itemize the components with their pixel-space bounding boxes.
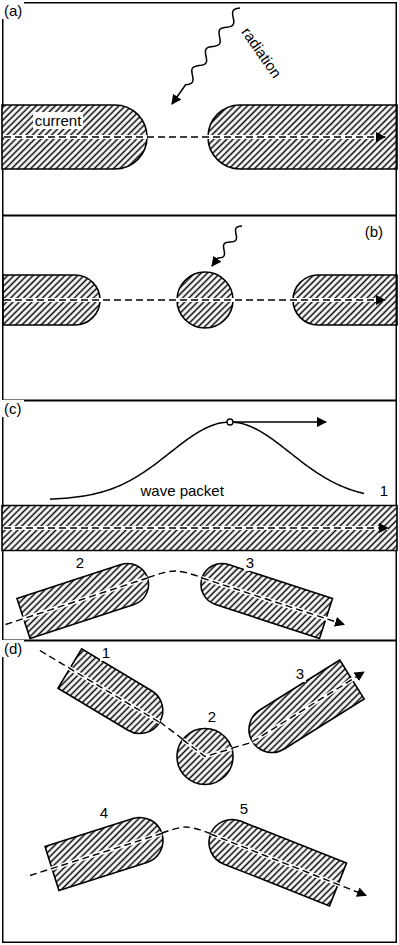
conductor-outline <box>209 797 346 906</box>
radiation-label: radiation <box>238 24 285 81</box>
panel-letter: (a) <box>2 2 24 19</box>
panel-letter: (b) <box>363 223 385 240</box>
dashed-axis <box>183 739 232 756</box>
axis-halo <box>40 650 160 722</box>
dashed-axis <box>4 136 147 137</box>
axis-halo <box>4 135 147 139</box>
hatched-conductor: 4 <box>45 801 163 890</box>
callout-number: 3 <box>244 554 256 571</box>
hatched-conductor: 2 <box>177 705 233 785</box>
hatched-conductor: 2 <box>17 551 149 638</box>
dashed-axis <box>211 834 366 896</box>
panel-frame: (b) <box>2 215 397 401</box>
callout-number: 2 <box>206 708 218 725</box>
dashed-axis <box>4 299 385 300</box>
callout-number: 2 <box>74 554 86 571</box>
panel-letter: (c) <box>2 400 24 417</box>
axis-halo <box>30 833 162 875</box>
conductor-outline <box>249 660 364 753</box>
dashed-trajectory <box>232 742 253 748</box>
hatched-conductor: 1 <box>58 641 163 734</box>
dashed-trajectory <box>162 827 211 834</box>
velocity-arrow <box>234 421 326 422</box>
dashed-axis <box>30 833 162 875</box>
dashed-trajectory <box>160 722 183 739</box>
axis-halo <box>183 739 232 756</box>
axis-halo <box>253 673 364 743</box>
hatched-conductor: 5 <box>209 797 346 906</box>
dashed-axis <box>4 527 388 528</box>
wave-packet-curve <box>50 422 364 499</box>
panel-letter: (d) <box>2 640 24 657</box>
dashed-trajectory <box>148 571 202 578</box>
axis-halo <box>4 135 385 139</box>
dashed-axis <box>40 650 160 722</box>
dashed-axis <box>4 136 385 137</box>
panel-frame: current (a) <box>2 2 397 216</box>
callout-number: 1 <box>100 644 112 661</box>
dashed-axis <box>6 578 148 625</box>
axis-halo <box>4 298 385 302</box>
hatched-conductor: 3 <box>201 551 333 638</box>
radiation-arrow <box>212 226 242 266</box>
electrode <box>2 105 147 169</box>
hatched-conductor: current <box>2 105 147 169</box>
panel-frame: 1 2 3 (c) <box>2 400 397 641</box>
axis-halo <box>202 578 344 625</box>
conductor-outline <box>201 551 333 638</box>
hatched-conductor: 3 <box>249 660 364 753</box>
axis-halo <box>4 526 388 530</box>
callout-number: 1 <box>378 482 390 499</box>
wave-packet-label: wave packet <box>141 482 224 499</box>
callout-number: 5 <box>238 800 250 817</box>
panel-frame: 1 2 3 4 5 (d) <box>2 640 397 943</box>
electrode <box>249 660 364 753</box>
island <box>177 728 233 784</box>
radiation-arrow <box>172 8 240 104</box>
electrode <box>2 505 397 550</box>
callout-number: 4 <box>98 804 110 821</box>
axis-halo <box>211 834 366 896</box>
callout-number: current <box>33 112 84 129</box>
callout-number: 3 <box>294 665 306 682</box>
dashed-axis <box>202 578 344 625</box>
dashed-axis <box>253 673 364 743</box>
axis-halo <box>6 578 148 625</box>
packet-center <box>227 419 233 425</box>
